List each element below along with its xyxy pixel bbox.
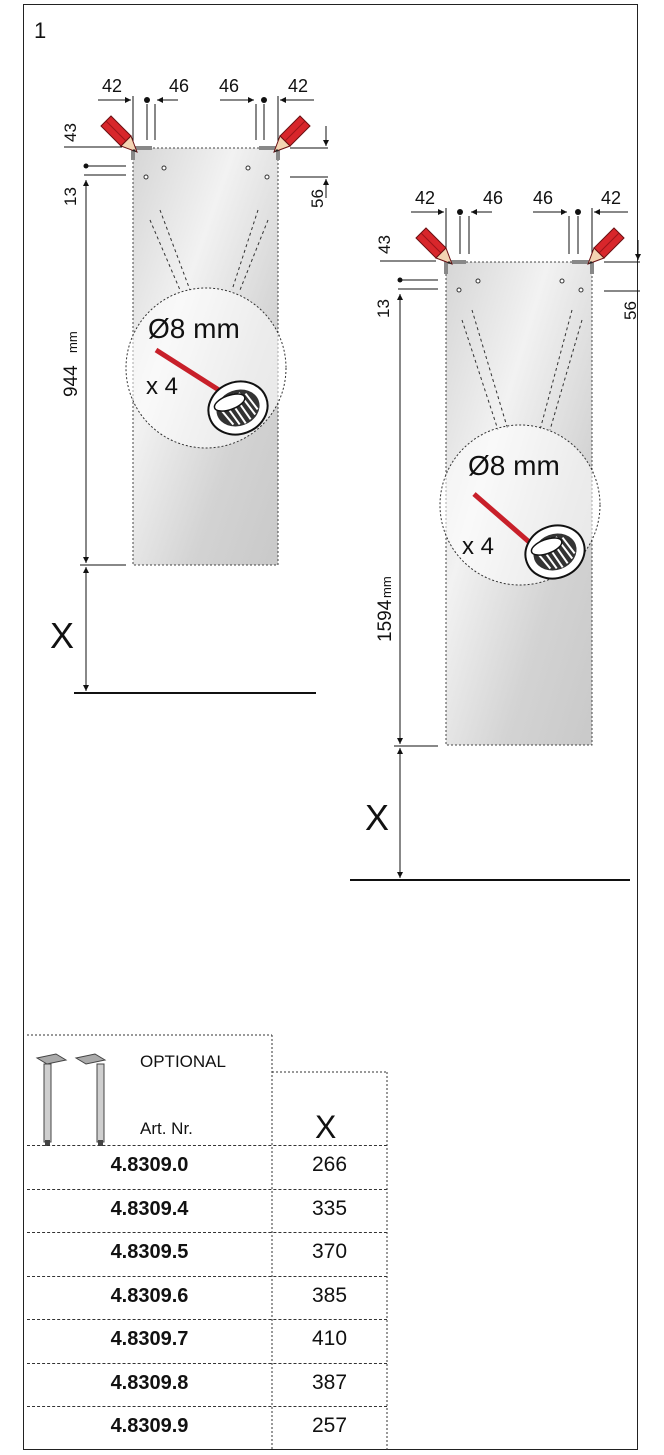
x-header: X <box>315 1109 336 1145</box>
table-row <box>27 1275 387 1320</box>
height-value: 944 <box>61 365 82 397</box>
article-number: 4.8309.6 <box>110 1284 189 1307</box>
drill-count-label: x 4 <box>462 533 494 560</box>
optional-title: OPTIONAL <box>140 1052 226 1071</box>
x-value: 385 <box>311 1283 348 1307</box>
drill-holes <box>456 278 584 293</box>
drill-bit-icon <box>472 492 538 550</box>
table-row <box>27 1362 387 1407</box>
article-number: 4.8309.8 <box>110 1371 189 1394</box>
pencil-icon-right <box>273 115 311 153</box>
height-value: 1594 <box>375 599 396 642</box>
pencil-icon-left <box>415 227 453 265</box>
drill-magnifier <box>125 287 287 449</box>
dim-top-4: 42 <box>601 188 621 208</box>
dim-left-hole: 13 <box>61 187 80 206</box>
floor-distance-label: X <box>50 615 74 656</box>
drill-size-label: Ø8 mm <box>148 313 240 344</box>
drill-holes <box>143 165 270 180</box>
article-number: 4.8309.5 <box>110 1241 189 1263</box>
furniture-legs-icon <box>35 1053 107 1146</box>
table-row <box>27 1406 387 1450</box>
dim-top-3: 46 <box>219 76 239 96</box>
article-number: 4.8309.9 <box>110 1415 189 1437</box>
drill-size-label: Ø8 mm <box>468 450 560 481</box>
height-unit: mm <box>379 576 394 598</box>
table-row <box>27 1188 387 1233</box>
x-value: 266 <box>311 1153 348 1176</box>
tall-panel-diagram: Ø8 mm x 4 42 46 46 42 43 <box>350 188 641 881</box>
dim-right-hole: 56 <box>621 301 640 320</box>
dim-right-hole: 56 <box>308 189 327 208</box>
dim-left-top: 43 <box>375 235 394 254</box>
dim-top-2: 46 <box>483 188 503 208</box>
dim-top-3: 46 <box>533 188 553 208</box>
x-value: 387 <box>311 1370 348 1394</box>
table-row <box>27 1319 387 1363</box>
dim-top-1: 42 <box>415 188 435 208</box>
article-number: 4.8309.4 <box>110 1197 189 1220</box>
x-value: 335 <box>311 1196 348 1220</box>
x-value: 410 <box>311 1327 348 1350</box>
x-value: 370 <box>311 1240 348 1263</box>
article-number: 4.8309.7 <box>110 1328 189 1350</box>
options-table-frame <box>27 1034 388 1450</box>
dim-top-4: 42 <box>288 76 308 96</box>
drill-bit-icon <box>154 347 224 395</box>
short-panel-diagram: Ø8 mm x 4 42 46 46 42 43 <box>50 76 329 694</box>
dim-top-2: 46 <box>169 76 189 96</box>
pencil-icon-right <box>587 227 625 265</box>
dim-left-hole: 13 <box>374 299 393 318</box>
table-row <box>27 1145 387 1189</box>
drill-count-label: x 4 <box>146 373 178 400</box>
article-number: 4.8309.0 <box>110 1154 189 1176</box>
page-frame <box>23 4 638 1450</box>
table-row <box>27 1232 387 1276</box>
floor-distance-label: X <box>365 797 389 838</box>
dim-top-1: 42 <box>102 76 122 96</box>
height-unit: mm <box>65 331 80 353</box>
article-header: Art. Nr. <box>140 1119 193 1138</box>
x-value: 257 <box>311 1414 348 1437</box>
dim-left-top: 43 <box>61 123 80 142</box>
step-number: 1 <box>34 18 47 43</box>
